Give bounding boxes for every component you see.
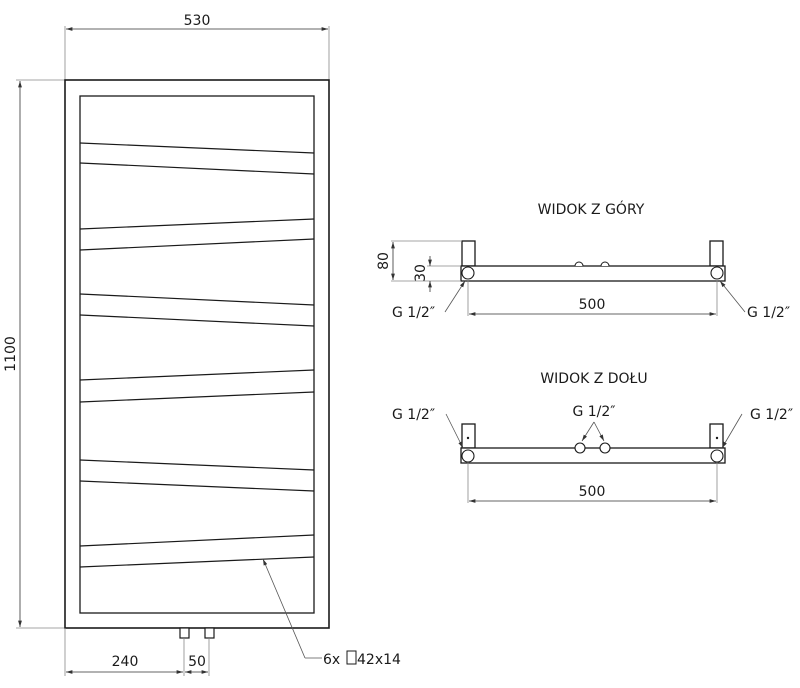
front-view: 530 1100 <box>3 13 401 676</box>
center-connection-1 <box>574 442 586 454</box>
top-view: WIDOK Z GÓRY 80 30 500 G 1/2″ G 1/2″ <box>376 200 790 321</box>
bottom-width-label: 500 <box>579 484 606 500</box>
top-right-connection-label: G 1/2″ <box>747 305 790 321</box>
bar-profile-label: 42x14 <box>357 652 401 668</box>
center-connection-2 <box>599 442 611 454</box>
bar-1-top <box>79 142 315 154</box>
right-connection <box>710 449 724 463</box>
collector-pipe <box>460 447 726 464</box>
bar-4-top <box>79 369 315 381</box>
height-label: 1100 <box>3 336 19 372</box>
top-left-connection-label: G 1/2″ <box>392 305 435 321</box>
bar-callout: 6x 42x14 <box>262 558 401 668</box>
bar-2-bottom <box>79 238 315 251</box>
inner-frame <box>79 95 315 614</box>
bottom-center-connection-label: G 1/2″ <box>572 404 615 420</box>
bar-6-top <box>79 534 315 547</box>
collector-pipe <box>460 265 726 282</box>
top-view-title: WIDOK Z GÓRY <box>538 200 645 218</box>
bar-count-label: 6x <box>323 652 340 668</box>
depth-label: 80 <box>376 252 392 270</box>
spacing-label: 50 <box>188 654 206 670</box>
bottom-right-connection-label: G 1/2″ <box>750 407 793 423</box>
offset-label: 240 <box>112 654 139 670</box>
bar-4-bottom <box>79 391 315 403</box>
left-bracket <box>461 423 476 449</box>
width-dimension: 530 <box>64 13 330 80</box>
right-bracket <box>709 240 724 267</box>
bars <box>79 142 315 568</box>
bottom-dimensions: 240 50 <box>64 628 210 676</box>
rectangle-profile-icon <box>346 650 357 665</box>
bar-5-bottom <box>79 480 315 492</box>
connector-right <box>204 627 215 639</box>
bar-1-bottom <box>79 162 315 175</box>
bottom-view-title: WIDOK Z DOŁU <box>540 371 647 387</box>
left-connection <box>461 266 475 280</box>
right-connection <box>710 266 724 280</box>
bar-6-bottom <box>79 556 315 568</box>
connector-left <box>179 627 190 639</box>
bar-5-top <box>79 459 315 471</box>
pipe-height-label: 30 <box>413 264 429 282</box>
bottom-left-connection-label: G 1/2″ <box>392 407 435 423</box>
bar-3-top <box>79 293 315 306</box>
width-label: 530 <box>184 13 211 29</box>
left-bracket <box>461 240 476 267</box>
bar-2-top <box>79 218 315 230</box>
bar-3-bottom <box>79 314 315 327</box>
left-connection <box>461 449 475 463</box>
height-dimension: 1100 <box>3 79 65 629</box>
top-width-label: 500 <box>579 297 606 313</box>
right-bracket <box>709 423 724 449</box>
bottom-view: WIDOK Z DOŁU 500 G 1/2″ G 1/2″ G 1/2″ <box>392 371 793 503</box>
outer-frame <box>64 79 330 629</box>
